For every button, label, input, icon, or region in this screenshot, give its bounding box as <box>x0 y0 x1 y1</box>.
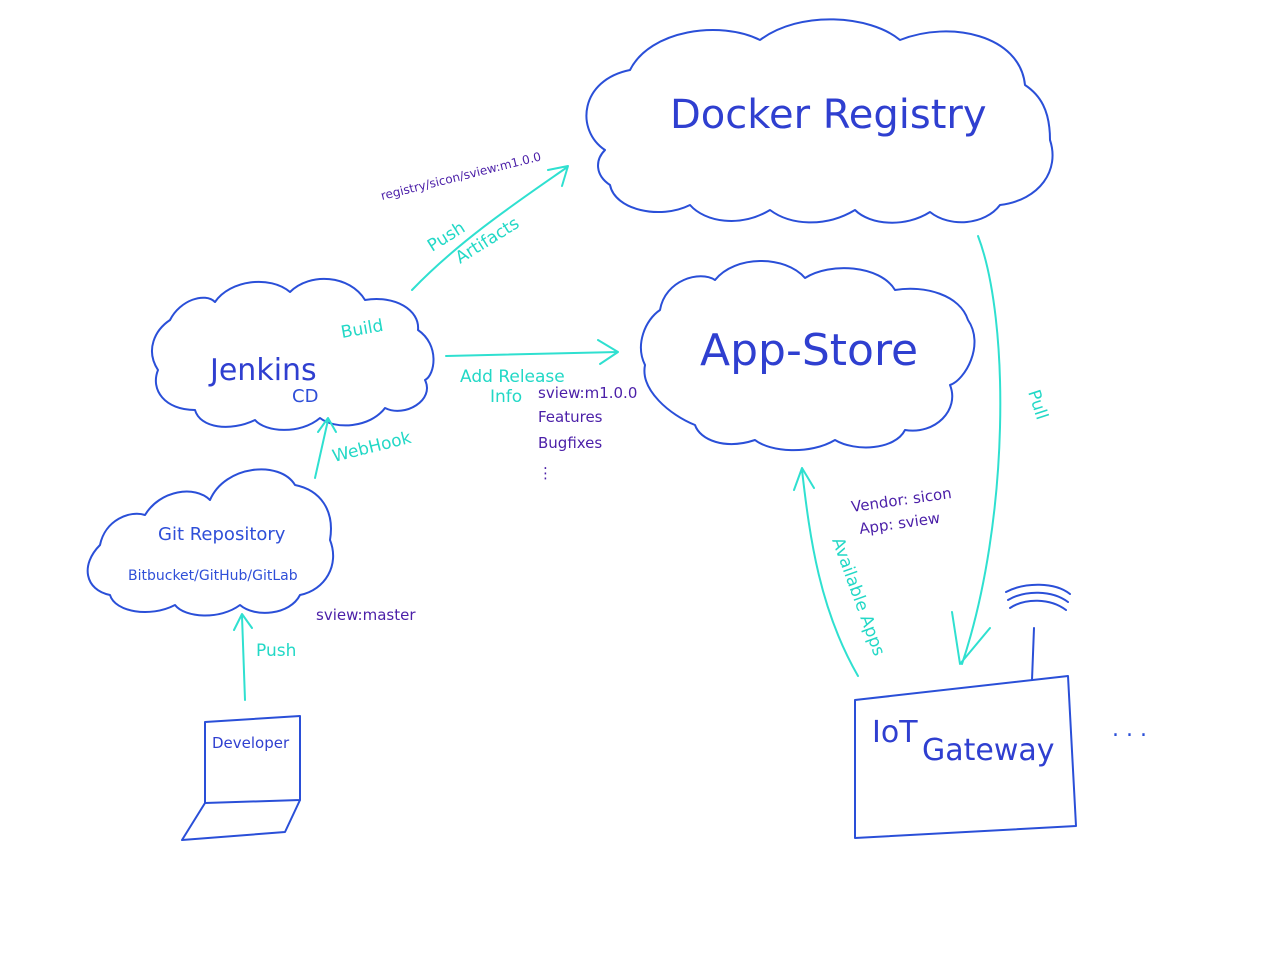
available-apps-edge: Available Apps Vendor: sicon App: sview <box>793 467 953 677</box>
developer-label: Developer <box>212 734 290 752</box>
laptop-base <box>181 799 301 841</box>
pull-label: Pull <box>1023 387 1051 422</box>
gateway-label: Gateway <box>922 733 1055 768</box>
jenkins-sub-label: CD <box>292 386 318 407</box>
push-artifacts-edge: Push Artifacts registry/sicon/sview:m1.0… <box>379 149 569 291</box>
push-arrow <box>233 613 253 701</box>
push-artifacts-label-2: Artifacts <box>452 213 523 268</box>
add-release-label-2: Info <box>490 387 522 407</box>
git-repository-sub-label: Bitbucket/GitHub/GitLab <box>128 568 298 584</box>
branch-label: sview:master <box>316 606 416 624</box>
iot-gateway-node: IoT Gateway <box>854 583 1077 839</box>
push-label: Push <box>256 641 296 661</box>
webhook-label: WebHook <box>330 428 413 467</box>
jenkins-node: Jenkins CD <box>151 277 435 431</box>
jenkins-label: Jenkins <box>208 353 317 388</box>
release-more-label: ⋮ <box>538 464 553 482</box>
webhook-edge: WebHook <box>314 417 413 479</box>
release-features-label: Features <box>538 408 603 426</box>
add-release-label-1: Add Release <box>460 367 565 387</box>
iot-gateway-box <box>854 675 1077 839</box>
available-apps-label: Available Apps <box>827 535 888 659</box>
build-label: Build <box>339 316 385 343</box>
docker-registry-node: Docker Registry <box>585 18 1054 224</box>
iot-label: IoT <box>872 715 918 750</box>
antenna-icon <box>1005 583 1071 681</box>
laptop-screen <box>204 715 301 804</box>
pull-arrow <box>951 235 1002 665</box>
registry-tag-label: registry/sicon/sview:m1.0.0 <box>379 149 542 202</box>
docker-registry-cloud <box>585 18 1054 224</box>
release-bugfixes-label: Bugfixes <box>538 434 602 452</box>
docker-registry-label: Docker Registry <box>670 92 987 138</box>
add-release-arrow <box>445 339 619 365</box>
app-store-node: App-Store <box>640 260 976 452</box>
available-apps-arrow <box>793 467 859 677</box>
jenkins-cloud <box>151 277 435 431</box>
app-store-label: App-Store <box>700 325 918 376</box>
git-repository-node: Git Repository Bitbucket/GitHub/GitLab <box>86 468 335 617</box>
push-artifacts-arrow <box>411 165 569 291</box>
git-repository-label: Git Repository <box>158 524 286 545</box>
push-edge: Push sview:master <box>233 606 416 701</box>
release-tag-label: sview:m1.0.0 <box>538 384 637 402</box>
app-store-cloud <box>640 260 976 452</box>
git-repository-cloud <box>86 468 335 617</box>
ellipsis-label: . . . <box>1112 717 1147 742</box>
webhook-arrow <box>314 417 337 479</box>
developer-node: Developer <box>181 715 301 841</box>
add-release-edge: Add Release Info sview:m1.0.0 Features B… <box>445 339 637 482</box>
